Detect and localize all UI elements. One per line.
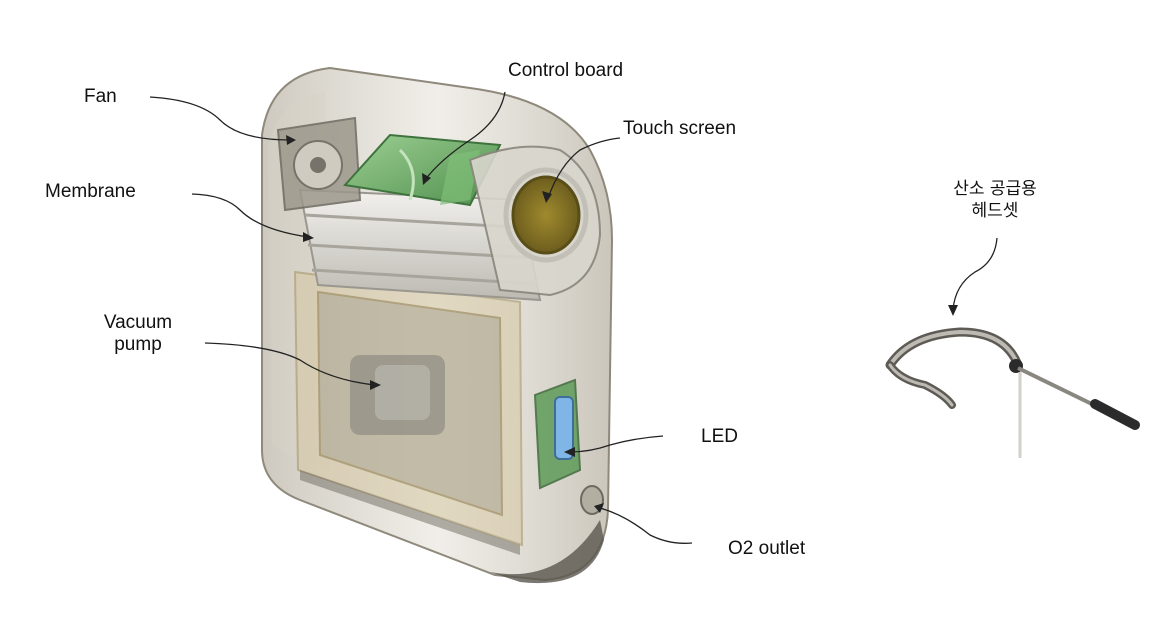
touch-screen-leader bbox=[547, 137, 621, 199]
led-board bbox=[533, 378, 582, 490]
oxygen-headset bbox=[885, 327, 1140, 458]
vacuum-pump-label-line1: Vacuum bbox=[103, 312, 173, 333]
leader-lines bbox=[149, 91, 998, 544]
fan-label: Fan bbox=[84, 86, 117, 107]
fan-leader bbox=[149, 96, 291, 141]
headset-label: 산소 공급용 헤드셋 bbox=[930, 178, 1060, 222]
vacuum-pump-leader bbox=[204, 342, 376, 386]
control-board-leader bbox=[424, 91, 506, 181]
membrane-label: Membrane bbox=[45, 181, 136, 202]
vacuum-pump-label-line2: pump bbox=[114, 334, 162, 355]
headset-label-line1: 산소 공급용 bbox=[953, 179, 1037, 199]
touch-screen bbox=[468, 145, 602, 297]
led-label: LED bbox=[701, 426, 738, 447]
arrowheads bbox=[286, 135, 958, 513]
fan-unit bbox=[276, 116, 362, 212]
o2-outlet-leader bbox=[599, 507, 693, 544]
pump-frame bbox=[293, 270, 524, 555]
control-board-label: Control board bbox=[508, 60, 624, 81]
led-leader bbox=[569, 435, 664, 453]
membrane-leader bbox=[191, 193, 309, 238]
o2-outlet-label: O2 outlet bbox=[728, 538, 806, 559]
touch-screen-label: Touch screen bbox=[623, 118, 737, 139]
headset-leader bbox=[952, 237, 998, 311]
control-board bbox=[343, 133, 502, 207]
headset-label-line2: 헤드셋 bbox=[971, 201, 1019, 221]
vacuum-pump-label: Vacuum pump bbox=[88, 312, 188, 356]
